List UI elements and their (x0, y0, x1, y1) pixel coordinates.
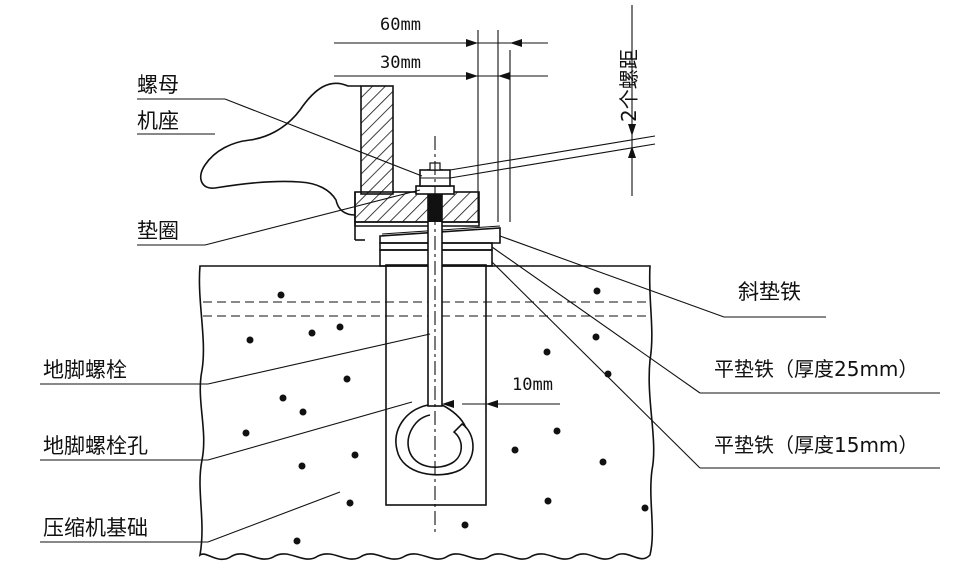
leader-nut-diag (224, 98, 423, 177)
machine-body-outline (199, 82, 361, 216)
leader-anchor-bolt-diag (207, 333, 431, 385)
dim-10-label: 10mm (512, 375, 553, 395)
label-flat-shim-15: 平垫铁（厚度15mm） (714, 433, 918, 457)
leader-flat25-diag (491, 246, 701, 394)
dim-10-arrow-l (486, 400, 498, 408)
label-anchor-bolt-hole: 地脚螺栓孔 (43, 434, 148, 458)
foundation-block (198, 265, 655, 561)
thread-pitch-label: 2个螺距 (617, 49, 641, 122)
leader-foundation-diag (207, 491, 341, 543)
label-flat-shim-25: 平垫铁（厚度25mm） (714, 357, 918, 381)
label-nut: 螺母 (137, 73, 179, 97)
leader-wedge-diag (499, 235, 725, 318)
label-washer: 垫圈 (137, 219, 179, 243)
pitch-ext-lower (449, 143, 656, 179)
label-foundation: 压缩机基础 (43, 516, 148, 540)
dim-60-arrow-r (510, 39, 522, 47)
base-web-hatched (360, 85, 394, 195)
aggregate-dots (242, 287, 649, 545)
label-wedge-shim: 斜垫铁 (738, 280, 801, 304)
base-flange (354, 221, 480, 227)
label-base: 机座 (137, 109, 179, 133)
dim-10-arrow-r (442, 400, 454, 408)
pitch-arrow-top (628, 124, 636, 136)
leader-bolt-hole-diag (207, 401, 413, 461)
pitch-arrow-bottom (628, 146, 636, 158)
bolt-thread-in-base (428, 194, 442, 222)
anchor-bolt-hook-inner (441, 404, 467, 429)
dim-60-label: 60mm (380, 15, 421, 35)
dim-60-arrow-l (466, 39, 478, 47)
dim-30-arrow-l (466, 72, 478, 80)
base-foot-hatched (354, 191, 480, 223)
wedge-shim (379, 227, 501, 244)
dim-30-label: 30mm (380, 53, 421, 73)
anchor-bolt-hook (395, 404, 474, 476)
pitch-ext-upper (449, 135, 656, 171)
dim-30-arrow-r (498, 72, 510, 80)
label-anchor-bolt: 地脚螺栓 (43, 358, 127, 382)
leader-flat15-diag (491, 261, 701, 469)
leader-washer-diag (204, 189, 421, 246)
